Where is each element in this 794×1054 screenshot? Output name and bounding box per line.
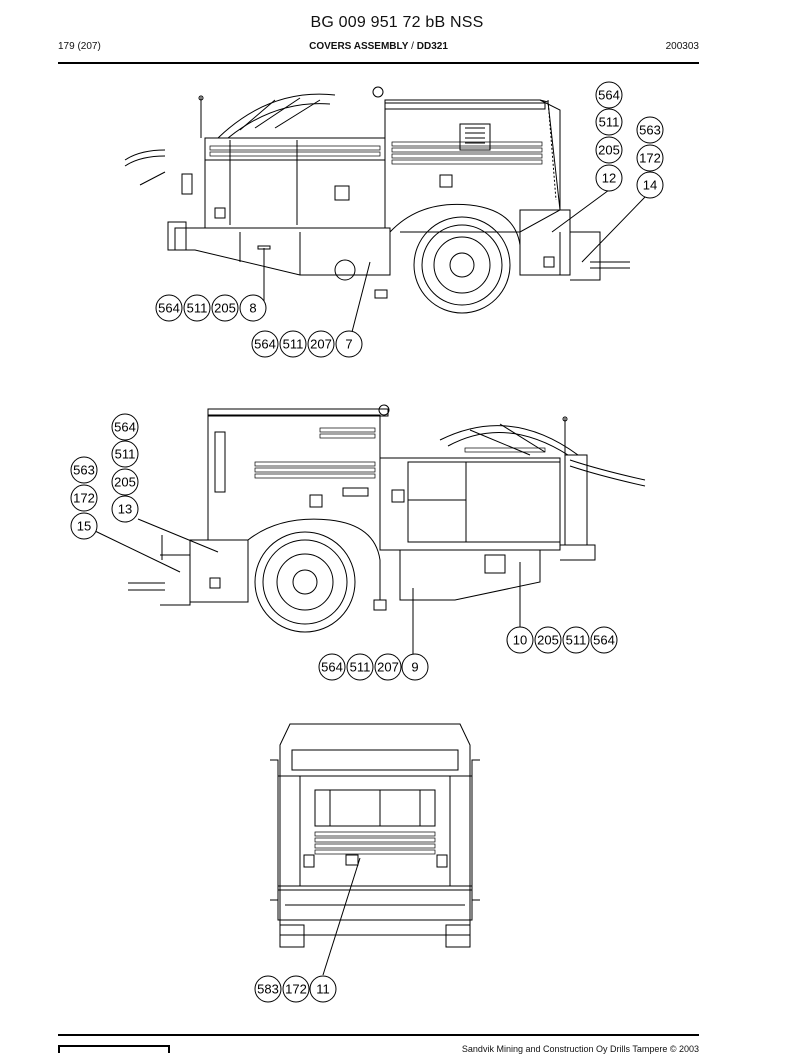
footer-copyright: Sandvik Mining and Construction Oy Drill… xyxy=(461,1044,699,1054)
callout-side-511-b: 511 xyxy=(283,337,304,352)
section-separator: / xyxy=(408,41,417,52)
callout-side-207: 207 xyxy=(310,337,332,352)
section-title: COVERS ASSEMBLY / DD321 xyxy=(58,41,699,52)
callout-side-7: 7 xyxy=(345,337,352,352)
callout-other-564-c: 564 xyxy=(593,633,615,648)
callout-other-205-b: 205 xyxy=(537,633,559,648)
page-number: 179 (207) xyxy=(58,41,101,52)
side-view-illustration xyxy=(124,86,630,314)
callout-other-205-a: 205 xyxy=(114,475,136,490)
section-name: COVERS ASSEMBLY xyxy=(309,41,409,52)
model-name: DD321 xyxy=(416,41,448,52)
brand-logo xyxy=(58,1045,170,1053)
callout-other-564-b: 564 xyxy=(321,660,343,675)
footer-rule xyxy=(58,1034,699,1036)
callout-side-564-c: 564 xyxy=(598,88,620,103)
callout-other-9: 9 xyxy=(411,660,418,675)
callout-side-511-c: 511 xyxy=(599,115,620,130)
document-date: 200303 xyxy=(665,41,699,52)
callout-labels: 564 511 205 8 564 511 207 7 564 511 563 … xyxy=(73,88,661,997)
header-row: 179 (207) COVERS ASSEMBLY / DD321 200303 xyxy=(58,41,699,55)
callout-side-564-a: 564 xyxy=(158,301,180,316)
callout-side-205-a: 205 xyxy=(214,301,236,316)
callout-rear-583: 583 xyxy=(257,982,279,997)
header-rule xyxy=(58,62,699,64)
callout-other-172: 172 xyxy=(73,491,95,506)
callout-other-511-a: 511 xyxy=(115,447,136,462)
callout-other-511-c: 511 xyxy=(566,633,587,648)
callout-other-10: 10 xyxy=(513,633,527,648)
callout-side-8: 8 xyxy=(249,301,256,316)
callout-side-564-b: 564 xyxy=(254,337,276,352)
callout-other-15: 15 xyxy=(77,519,91,534)
callout-rear-172: 172 xyxy=(285,982,307,997)
callout-other-207: 207 xyxy=(377,660,399,675)
callout-side-563: 563 xyxy=(639,123,661,138)
callout-other-563: 563 xyxy=(73,463,95,478)
rear-view-leaders xyxy=(322,857,361,976)
callout-other-511-b: 511 xyxy=(350,660,371,675)
side-view-leaders xyxy=(263,189,646,333)
other-side-view-leaders xyxy=(94,518,521,654)
callout-side-14: 14 xyxy=(643,178,657,193)
callout-other-564-a: 564 xyxy=(114,420,136,435)
callout-rear-11: 11 xyxy=(316,982,330,997)
callout-other-13: 13 xyxy=(118,502,132,517)
callout-bubbles xyxy=(70,81,664,1003)
callout-side-12: 12 xyxy=(602,171,616,186)
callout-side-172: 172 xyxy=(639,151,661,166)
other-side-view-illustration xyxy=(128,404,646,633)
callout-side-511-a: 511 xyxy=(187,301,208,316)
rear-view-illustration xyxy=(270,723,480,948)
document-title: BG 009 951 72 bB NSS xyxy=(310,14,484,31)
callout-side-205-b: 205 xyxy=(598,143,620,158)
